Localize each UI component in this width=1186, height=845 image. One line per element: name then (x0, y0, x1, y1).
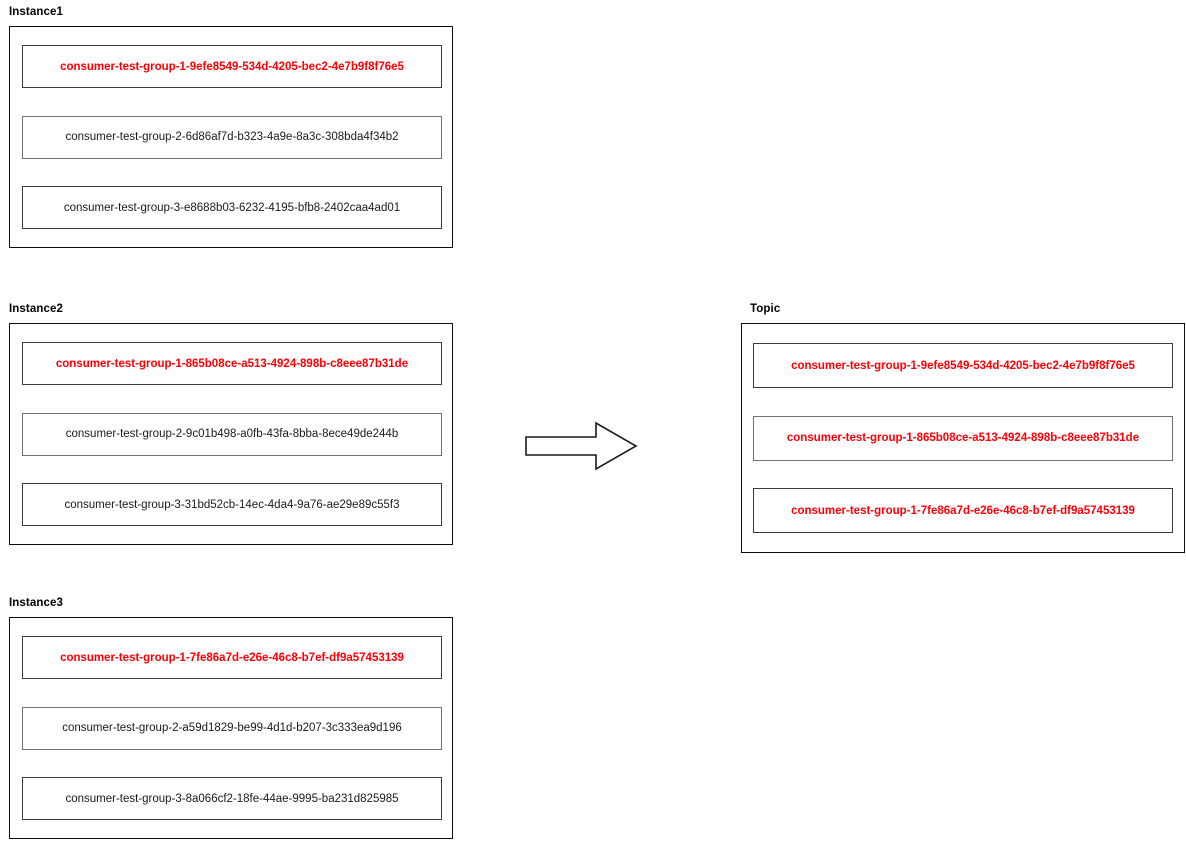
topic-item-3[interactable]: consumer-test-group-1-7fe86a7d-e26e-46c8… (753, 488, 1173, 533)
topic-item-1-label: consumer-test-group-1-9efe8549-534d-4205… (791, 359, 1135, 372)
instance-1-item-2-label: consumer-test-group-2-6d86af7d-b323-4a9e… (65, 131, 399, 143)
instance-2-item-3-label: consumer-test-group-3-31bd52cb-14ec-4da4… (64, 498, 400, 511)
instance-1-panel: consumer-test-group-1-9efe8549-534d-4205… (9, 26, 453, 248)
instance-2-item-2[interactable]: consumer-test-group-2-9c01b498-a0fb-43fa… (22, 412, 442, 456)
instance-3-item-1[interactable]: consumer-test-group-1-7fe86a7d-e26e-46c8… (22, 636, 442, 679)
topic-group: Topic consumer-test-group-1-9efe8549-534… (741, 302, 1185, 553)
arrow-shape (525, 421, 638, 471)
instance-3-title: Instance3 (9, 597, 63, 609)
instance-1-title: Instance1 (9, 6, 63, 18)
instance-1-item-1-label: consumer-test-group-1-9efe8549-534d-4205… (60, 60, 404, 73)
topic-item-3-label: consumer-test-group-1-7fe86a7d-e26e-46c8… (791, 504, 1135, 517)
instance-3-item-3-label: consumer-test-group-3-8a066cf2-18fe-44ae… (65, 792, 399, 805)
instance-2-item-1-label: consumer-test-group-1-865b08ce-a513-4924… (55, 357, 409, 370)
instance-3-item-2-label: consumer-test-group-2-a59d1829-be99-4d1d… (62, 722, 402, 734)
arrow-svg (525, 421, 638, 471)
instance-2-item-3[interactable]: consumer-test-group-3-31bd52cb-14ec-4da4… (22, 483, 442, 526)
instance-3-item-1-label: consumer-test-group-1-7fe86a7d-e26e-46c8… (60, 651, 404, 664)
topic-title: Topic (750, 303, 781, 315)
topic-panel-box: consumer-test-group-1-9efe8549-534d-4205… (741, 323, 1185, 553)
topic-item-2[interactable]: consumer-test-group-1-865b08ce-a513-4924… (753, 415, 1173, 461)
instance-2-panel: consumer-test-group-1-865b08ce-a513-4924… (9, 323, 453, 545)
instance-3-group: Instance3 consumer-test-group-1-7fe86a7d… (0, 596, 453, 839)
topic-item-1[interactable]: consumer-test-group-1-9efe8549-534d-4205… (753, 343, 1173, 388)
instance-2-item-1[interactable]: consumer-test-group-1-865b08ce-a513-4924… (22, 342, 442, 385)
instance-2-title: Instance2 (9, 303, 63, 315)
instance-3-panel: consumer-test-group-1-7fe86a7d-e26e-46c8… (9, 617, 453, 839)
instance-1-item-2[interactable]: consumer-test-group-2-6d86af7d-b323-4a9e… (22, 115, 442, 159)
topic-item-2-label: consumer-test-group-1-865b08ce-a513-4924… (786, 432, 1140, 444)
instance-2-group: Instance2 consumer-test-group-1-865b08ce… (0, 302, 453, 545)
instance-1-item-1[interactable]: consumer-test-group-1-9efe8549-534d-4205… (22, 45, 442, 88)
instance-3-item-3[interactable]: consumer-test-group-3-8a066cf2-18fe-44ae… (22, 777, 442, 820)
instance-3-item-2[interactable]: consumer-test-group-2-a59d1829-be99-4d1d… (22, 706, 442, 750)
right-block-arrow-icon (524, 418, 644, 474)
instance-1-item-3[interactable]: consumer-test-group-3-e8688b03-6232-4195… (22, 186, 442, 229)
instance-2-item-2-label: consumer-test-group-2-9c01b498-a0fb-43fa… (65, 428, 399, 440)
instance-1-group: Instance1 consumer-test-group-1-9efe8549… (0, 5, 453, 248)
instance-1-item-3-label: consumer-test-group-3-e8688b03-6232-4195… (63, 201, 401, 214)
